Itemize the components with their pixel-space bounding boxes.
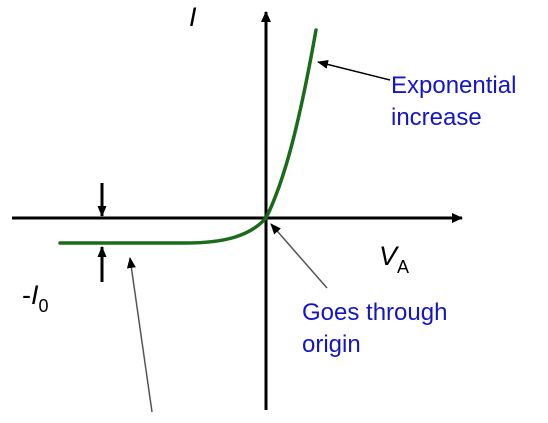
x-axis-label-subscript: A xyxy=(397,257,410,277)
origin-pointer xyxy=(270,223,328,289)
y-axis-label: I xyxy=(189,4,197,31)
exponential-annotation-line1: Exponential xyxy=(391,72,517,99)
exponential-annotation: Exponential increase xyxy=(391,70,516,134)
iv-curve xyxy=(58,28,318,245)
saturation-pointer xyxy=(126,257,153,413)
origin-annotation-line1: Goes through xyxy=(302,299,448,326)
exponential-pointer xyxy=(317,60,391,81)
origin-annotation: Goes through origin xyxy=(302,297,447,361)
saturation-current-minus: - xyxy=(22,280,31,310)
x-axis-label-text: V xyxy=(379,241,398,271)
exponential-annotation-line2: increase xyxy=(391,104,482,131)
saturation-current-label: -I0 xyxy=(22,280,49,316)
saturation-current-text: I xyxy=(31,280,39,310)
origin-annotation-line2: origin xyxy=(302,331,361,358)
y-axis-label-text: I xyxy=(189,2,197,32)
saturation-current-subscript: 0 xyxy=(38,296,49,316)
x-axis-label: VA xyxy=(379,241,409,277)
